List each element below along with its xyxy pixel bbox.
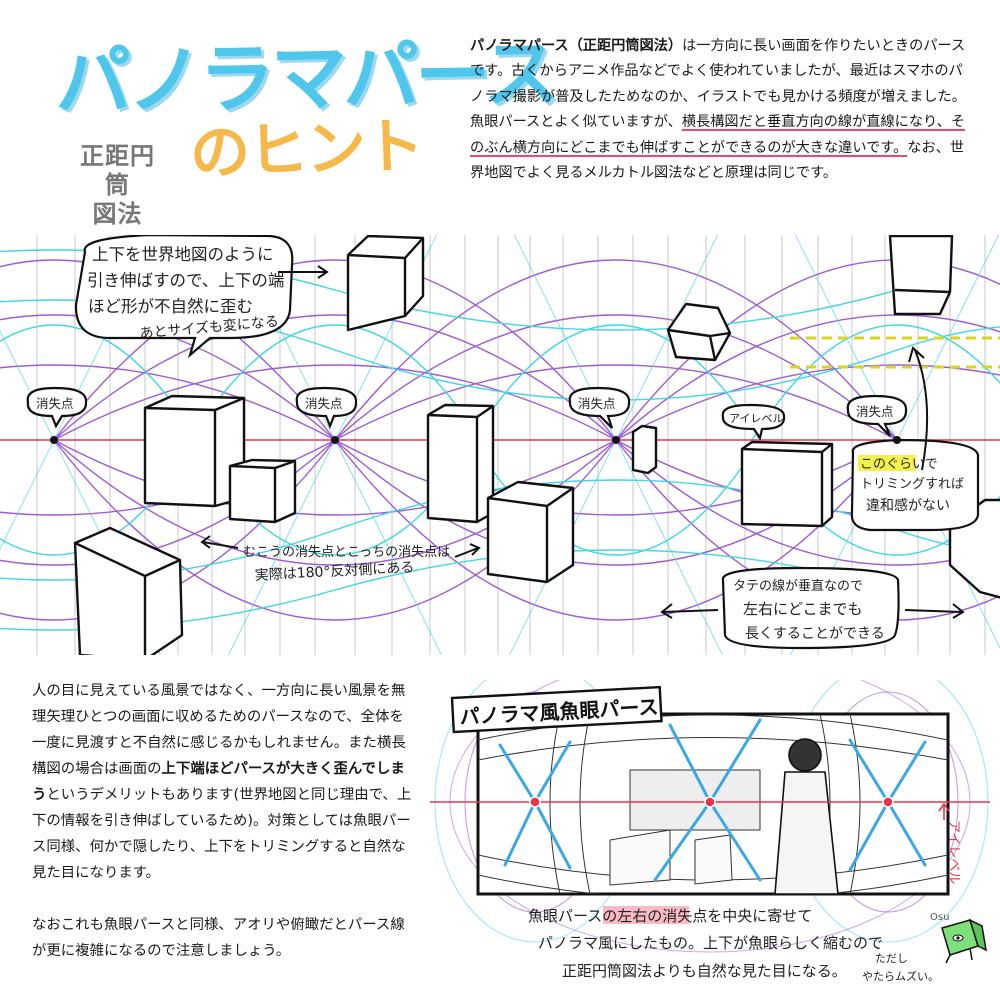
note-trim-line-3: 違和感がない: [866, 497, 950, 514]
bubble-vp-2: [295, 386, 358, 429]
vanishing-point-dot-icon: [893, 436, 901, 444]
vp-label-2: 消失点: [305, 396, 343, 411]
panorama-perspective-diagram: 上下を世界地図のように 引き伸ばすので、上下の端 ほど形が不自然に歪む あとサイ…: [0, 235, 1000, 655]
note-trim-line-2: トリミングすれば: [860, 477, 964, 492]
bubble-vertical: [721, 566, 900, 650]
box-eyelevel: [740, 440, 834, 528]
box-right-top: [888, 235, 954, 316]
vanishing-point-dot-icon: [704, 796, 716, 808]
vanishing-point-dot-icon: [529, 796, 541, 808]
subtitle-line-1: 正距円筒: [80, 142, 155, 199]
title-hint: のヒント: [188, 110, 424, 190]
bubble-vp-1: [26, 386, 88, 429]
bubble-eyelevel: [721, 403, 786, 441]
note-top-line-2: 引き伸ばすので、上下の端: [87, 271, 284, 290]
note-opposite-line-1: むこうの消失点とこっちの消失点は: [243, 545, 450, 560]
note-top-line-3: ほど形が不自然に歪む: [88, 297, 253, 316]
box-bottom-left: [73, 526, 184, 655]
fisheye-note-line-2: パノラマ風にしたもの。上下が魚眼らしく縮むので: [538, 934, 883, 952]
bubble-vp-4: [846, 394, 908, 437]
mascot-icon: [941, 918, 987, 964]
fisheye-title-box: [450, 685, 663, 734]
fisheye-eyelevel-label: アイレベル: [946, 820, 961, 884]
box-small-center: [486, 480, 575, 584]
fisheye-panel: パノラマ風魚眼パース アイレベル 魚眼パースの左右の消失点を中央に寄せて パノラ…: [430, 680, 990, 983]
fisheye-side-note-2: やたらムズい。: [862, 969, 939, 983]
arrow-icon: [278, 265, 329, 279]
vanishing-points: [50, 436, 901, 444]
vanishing-point-dot-icon: [331, 436, 339, 444]
vp-label-1: 消失点: [36, 396, 74, 411]
bubble-top-note: [74, 235, 294, 359]
subtitle-line-2: 図法: [92, 199, 143, 228]
box-tiny: [631, 424, 658, 475]
vanishing-point-dot-icon: [50, 436, 58, 444]
note-vertical-line-2: 左右にどこまでも: [743, 600, 863, 618]
vanishing-point-dot-icon: [612, 436, 620, 444]
body-emphasis: 上下端ほどパースが大きく歪んでしまう: [32, 761, 405, 803]
note-trim-line-1: このぐらいで: [860, 457, 938, 472]
body-paragraph-1: 人の目に見えている風景ではなく、一方向に長い風景を無理矢理ひとつの画面に収めるた…: [32, 683, 412, 881]
highlight-yellow: [858, 455, 916, 471]
fisheye-note-line-1: 魚眼パースの左右の消失点を中央に寄せて: [528, 907, 812, 925]
intro-text: は一方向に長い画面を作りたいときのパースです。古くからアニメ作品などでよく使われ…: [470, 38, 966, 131]
eyelevel-label: アイレベル: [729, 412, 783, 425]
double-arrow-icon: [200, 535, 239, 549]
arrow-icon: [938, 802, 950, 820]
double-arrow-icon: [454, 543, 481, 558]
box-floating: [666, 302, 732, 362]
fisheye-note-line-3: 正距円筒図法よりも自然な見た目になる。: [562, 962, 847, 980]
arrows: [200, 265, 965, 619]
signature: Osu: [930, 912, 949, 923]
vp-label-3: 消失点: [578, 396, 616, 411]
fisheye-side-note-1: ただし: [875, 952, 908, 965]
arrow-icon: [908, 346, 929, 471]
intro-lead: パノラマパース（正距円筒図法）: [470, 38, 683, 54]
fisheye-scene: [478, 714, 948, 894]
double-arrow-icon: [904, 603, 965, 619]
highlight-pink: [603, 906, 689, 924]
intro-underlined: 横長構図だと垂直方向の線が直線になり、そのぶん横方向にどこまでも伸ばすことができ…: [470, 114, 966, 156]
box-tall-left: [143, 394, 246, 508]
blue-arrows: [498, 718, 927, 882]
box-shapes: [73, 235, 1000, 655]
body-paragraph: 人の目に見えている風景ではなく、一方向に長い風景を無理矢理ひとつの画面に収めるた…: [32, 678, 414, 990]
intro-paragraph: パノラマパース（正距円筒図法）は一方向に長い画面を作りたいときのパースです。古く…: [470, 34, 970, 186]
note-vertical-line-1: タテの線が垂直なので: [733, 578, 863, 594]
vp-label-4: 消失点: [856, 404, 894, 419]
bubble-vp-3: [568, 386, 631, 429]
note-vertical-line-3: 長くすることができる: [745, 626, 885, 642]
box-small-left: [228, 458, 297, 524]
body-paragraph-2: なおこれも魚眼パースと同様、アオリや俯瞰だとパース線が更に複雑になるので注意しま…: [32, 917, 405, 959]
box-top-distorted: [346, 235, 425, 332]
note-top-line-1: 上下を世界地図のように: [92, 245, 274, 264]
double-arrow-icon: [660, 603, 719, 619]
box-tall-center: [426, 403, 495, 524]
vanishing-point-dot-icon: [882, 796, 894, 808]
trim-guide-lines: [790, 336, 1000, 369]
fisheye-vanishing-points: [529, 796, 894, 808]
note-opposite-line-2: 実際は180°反対側にある: [254, 560, 414, 584]
page-subtitle: 正距円筒 図法: [70, 142, 165, 228]
intro-closing: なお、世界地図でよく見るメルカトル図法などと原理は同じです。: [470, 139, 965, 182]
